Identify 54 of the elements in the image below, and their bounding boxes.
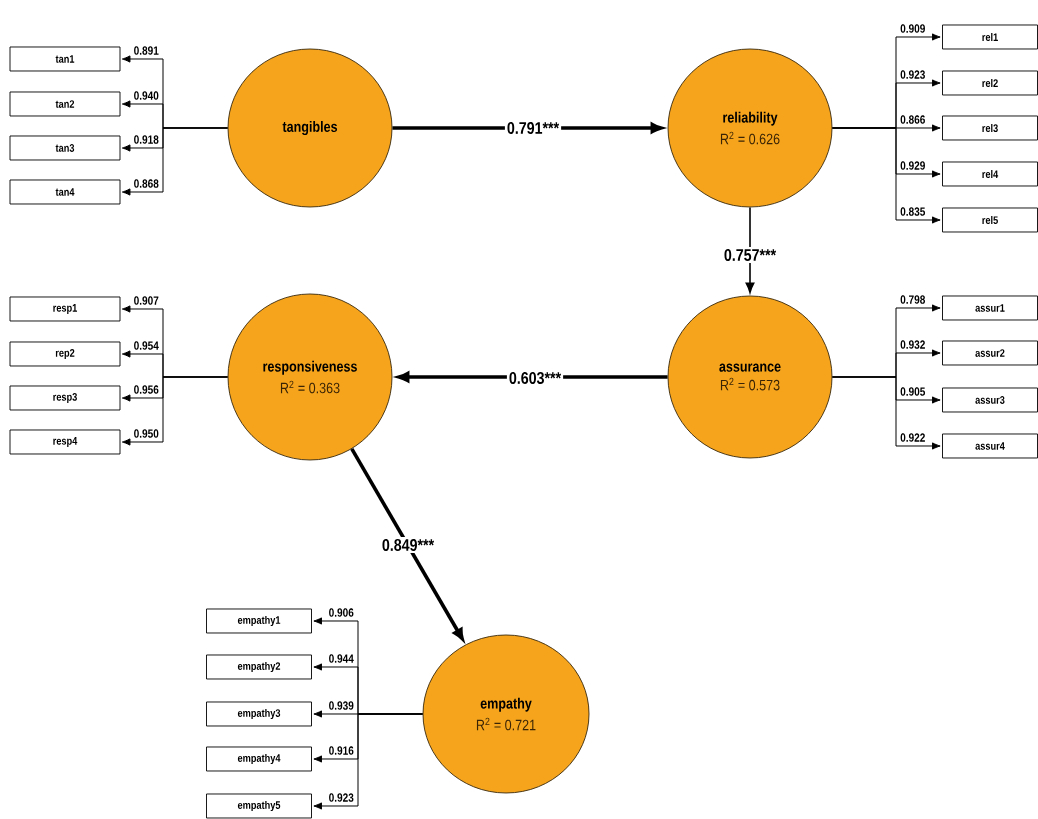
arrow <box>121 127 229 196</box>
path-coefficient: 0.849*** <box>379 537 437 553</box>
loading-label: 0.939 <box>329 701 354 710</box>
loading-label: 0.918 <box>134 135 159 144</box>
indicator-box: resp3 <box>9 385 121 411</box>
indicator-box: empathy2 <box>206 654 312 680</box>
loading-label: 0.866 <box>900 115 925 124</box>
loading-label: 0.954 <box>134 341 159 350</box>
indicator-box: empathy1 <box>206 608 312 634</box>
loading-label: 0.944 <box>329 654 354 663</box>
path-coefficient: 0.757*** <box>721 247 779 263</box>
indicator-box: rel4 <box>942 161 1038 187</box>
indicator-box: rel3 <box>942 115 1038 141</box>
loading-label: 0.798 <box>900 295 926 304</box>
loading-label: 0.922 <box>900 433 925 442</box>
loading-label: 0.950 <box>134 429 159 438</box>
loading-label: 0.923 <box>900 70 925 79</box>
loading-label: 0.909 <box>900 24 925 33</box>
loading-label: 0.868 <box>134 179 159 188</box>
indicator-box: assur2 <box>942 340 1038 366</box>
indicator-box: resp4 <box>9 429 121 455</box>
loading-label: 0.835 <box>900 207 926 216</box>
arrow <box>121 376 229 446</box>
indicator-box: empathy4 <box>206 746 312 772</box>
indicator-box: tan2 <box>9 91 121 117</box>
indicator-box: empathy3 <box>206 701 312 727</box>
indicator-box: rel2 <box>942 70 1038 96</box>
indicator-box: empathy5 <box>206 793 312 819</box>
loading-label: 0.905 <box>900 387 926 396</box>
indicator-box: resp1 <box>9 296 121 322</box>
path-coefficient: 0.603*** <box>506 370 564 386</box>
loading-label: 0.956 <box>134 385 159 394</box>
indicator-box: tan4 <box>9 179 121 205</box>
loading-label: 0.932 <box>900 340 925 349</box>
indicator-box: assur3 <box>942 387 1038 413</box>
loading-label: 0.923 <box>329 793 354 802</box>
indicator-box: rel1 <box>942 24 1038 50</box>
arrow <box>350 448 464 641</box>
loading-label: 0.906 <box>329 608 354 617</box>
loading-label: 0.891 <box>134 46 159 55</box>
arrow <box>831 127 941 224</box>
arrow <box>313 713 424 810</box>
indicator-box: assur4 <box>942 433 1038 459</box>
path-coefficient: 0.791*** <box>504 120 562 136</box>
indicator-box: tan3 <box>9 135 121 161</box>
indicator-box: rel5 <box>942 207 1038 233</box>
loading-label: 0.940 <box>134 91 159 100</box>
loading-label: 0.929 <box>900 161 925 170</box>
loading-label: 0.907 <box>134 296 159 305</box>
indicator-box: tan1 <box>9 46 121 72</box>
arrow <box>831 376 941 450</box>
indicator-box: assur1 <box>942 295 1038 321</box>
indicator-box: rep2 <box>9 341 121 367</box>
loading-label: 0.916 <box>329 746 354 755</box>
